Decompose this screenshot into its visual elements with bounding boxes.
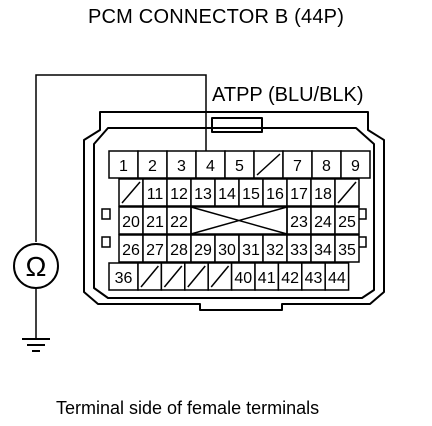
empty-cavity-slash: [210, 265, 230, 288]
pin-number: 43: [305, 270, 323, 287]
pin-number: 42: [281, 270, 299, 287]
empty-cavity-slash: [121, 181, 141, 204]
pin-cell: [142, 206, 168, 235]
pin-number: 20: [122, 214, 140, 231]
left-locator-lower: [101, 236, 111, 248]
pin-number: 13: [194, 186, 212, 203]
pin-number: 22: [170, 214, 188, 231]
empty-cavity-slash: [337, 181, 357, 204]
pin-label-atpp: ATPP (BLU/BLK): [212, 84, 364, 106]
pin-cell: [190, 234, 216, 263]
empty-cavity-slash: [163, 265, 183, 288]
left-locator: [101, 208, 111, 220]
pin-number: 17: [290, 186, 308, 203]
pin-cell: [238, 178, 264, 207]
pin-number: 28: [170, 242, 188, 259]
pin-cell: [166, 206, 192, 235]
pin-number: 40: [234, 270, 252, 287]
pin-number: 34: [314, 242, 332, 259]
pin-cell: [340, 150, 371, 179]
pin-number: 30: [218, 242, 236, 259]
pin-number: 21: [146, 214, 164, 231]
pin-number: 41: [258, 270, 276, 287]
pin-cell: [142, 234, 168, 263]
pin-number: 44: [328, 270, 346, 287]
pin-number: 14: [218, 186, 236, 203]
pin-cell: [166, 150, 197, 179]
pin-cell: [142, 178, 168, 207]
pin-number: 27: [146, 242, 164, 259]
pin-cell: [214, 234, 240, 263]
pin-number: 26: [122, 242, 140, 259]
empty-cavity-slash: [256, 153, 281, 176]
pin-number: 1: [119, 158, 128, 175]
pin-number: 29: [194, 242, 212, 259]
pin-number: 15: [242, 186, 260, 203]
pin-number: 8: [322, 158, 331, 175]
pin-number: 18: [314, 186, 332, 203]
pin-cell: [195, 150, 226, 179]
blank-cavity-cross: [190, 206, 288, 235]
pin-cell: [286, 178, 312, 207]
pin-number: 35: [338, 242, 356, 259]
blank-cavity-x: [190, 206, 288, 235]
empty-cavity-slash: [140, 265, 159, 288]
pin-number: 25: [338, 214, 356, 231]
pin-cell: [334, 234, 360, 263]
pin-number: 31: [242, 242, 260, 259]
pin-number: 2: [148, 158, 157, 175]
pin-number: 11: [147, 186, 164, 203]
pin-cell: [262, 178, 288, 207]
pin-number: 7: [293, 158, 302, 175]
pin-number: 5: [235, 158, 244, 175]
empty-cavity-slash: [187, 265, 206, 288]
pin-cell: [166, 234, 192, 263]
pin-cell: [108, 150, 139, 179]
pin-cell: [286, 206, 312, 235]
pin-number: 3: [177, 158, 186, 175]
pin-number: 12: [170, 186, 188, 203]
pin-number: 9: [351, 158, 360, 175]
ohm-symbol-icon: Ω: [26, 251, 47, 282]
pin-cell: [324, 262, 350, 291]
pin-number: 24: [314, 214, 332, 231]
caption: Terminal side of female terminals: [56, 398, 320, 418]
connector-latch: [211, 117, 263, 133]
connector-housing: [83, 111, 385, 311]
connector-inner-housing: [93, 127, 375, 299]
pin-cell: [334, 206, 360, 235]
pin-number: 23: [290, 214, 308, 231]
pin-number: 32: [266, 242, 284, 259]
pin-cell: [310, 178, 336, 207]
connector-title: PCM CONNECTOR B (44P): [88, 6, 345, 28]
pin-cell: [224, 150, 255, 179]
pin-number: 4: [206, 158, 215, 175]
pin-number: 33: [290, 242, 308, 259]
probe-wire: [35, 74, 207, 242]
pin-number: 16: [266, 186, 284, 203]
ground-icon: [22, 338, 50, 352]
pin-number: 36: [115, 270, 133, 287]
blank-cavity-box: [190, 206, 288, 235]
